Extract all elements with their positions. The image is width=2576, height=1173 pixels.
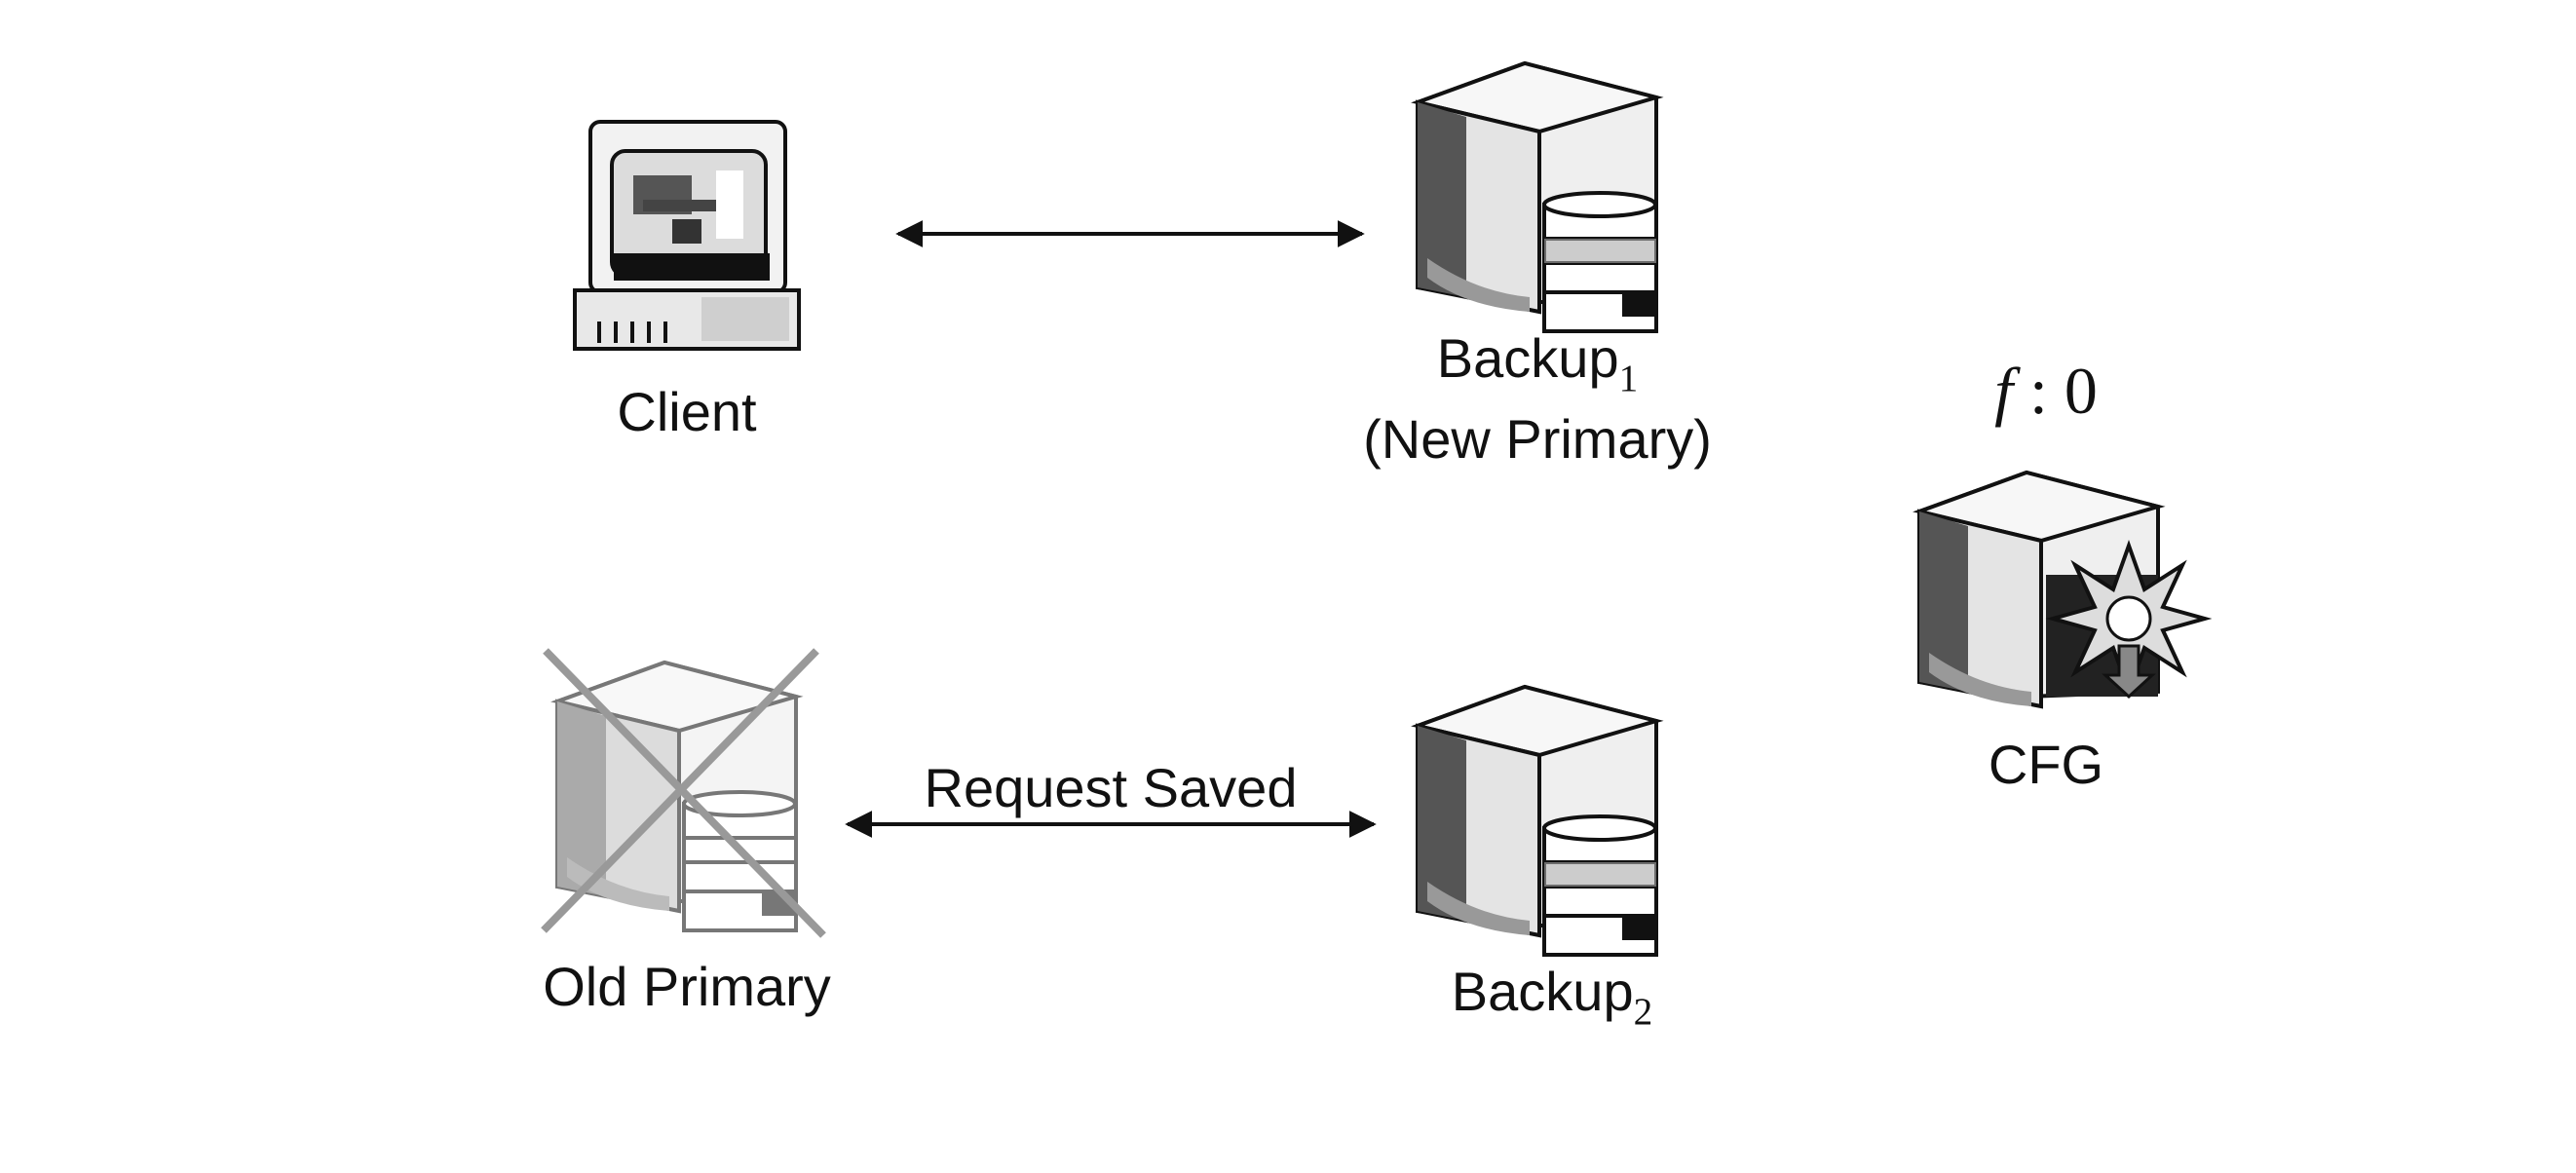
cfg-label-text: CFG bbox=[1988, 734, 2104, 795]
cfg-annotation-val: 0 bbox=[2064, 354, 2098, 428]
computer-icon bbox=[573, 120, 801, 351]
cfg-annotation-var: f bbox=[1994, 354, 2013, 428]
cfg-annotation-sep: : bbox=[2013, 354, 2065, 428]
backup2-subscript: 2 bbox=[1633, 990, 1653, 1033]
backup2-label: Backup2 bbox=[1451, 960, 1652, 1033]
backup1-role-label: (New Primary) bbox=[1363, 407, 1712, 471]
backup1-label-text: Backup bbox=[1436, 327, 1619, 389]
cfg-label: CFG bbox=[1989, 733, 2103, 796]
backup1-role-text: (New Primary) bbox=[1363, 408, 1712, 470]
backup1-subscript: 1 bbox=[1618, 357, 1639, 399]
old-primary-label: Old Primary bbox=[543, 955, 831, 1018]
backup1-label: Backup1 bbox=[1436, 326, 1638, 399]
edge-label-request-saved: Request Saved bbox=[925, 756, 1298, 819]
cfg-annotation: f : 0 bbox=[1994, 353, 2098, 430]
backup2-label-text: Backup bbox=[1451, 961, 1634, 1022]
old-primary-label-text: Old Primary bbox=[543, 956, 831, 1017]
config-server-icon bbox=[1913, 470, 2213, 709]
edge-label-request-saved-text: Request Saved bbox=[924, 757, 1298, 818]
database-server-icon bbox=[1411, 684, 1664, 957]
client-label-text: Client bbox=[617, 381, 757, 442]
database-server-icon bbox=[1411, 60, 1664, 333]
failure-cross-icon bbox=[541, 648, 826, 938]
client-label: Client bbox=[617, 380, 756, 443]
